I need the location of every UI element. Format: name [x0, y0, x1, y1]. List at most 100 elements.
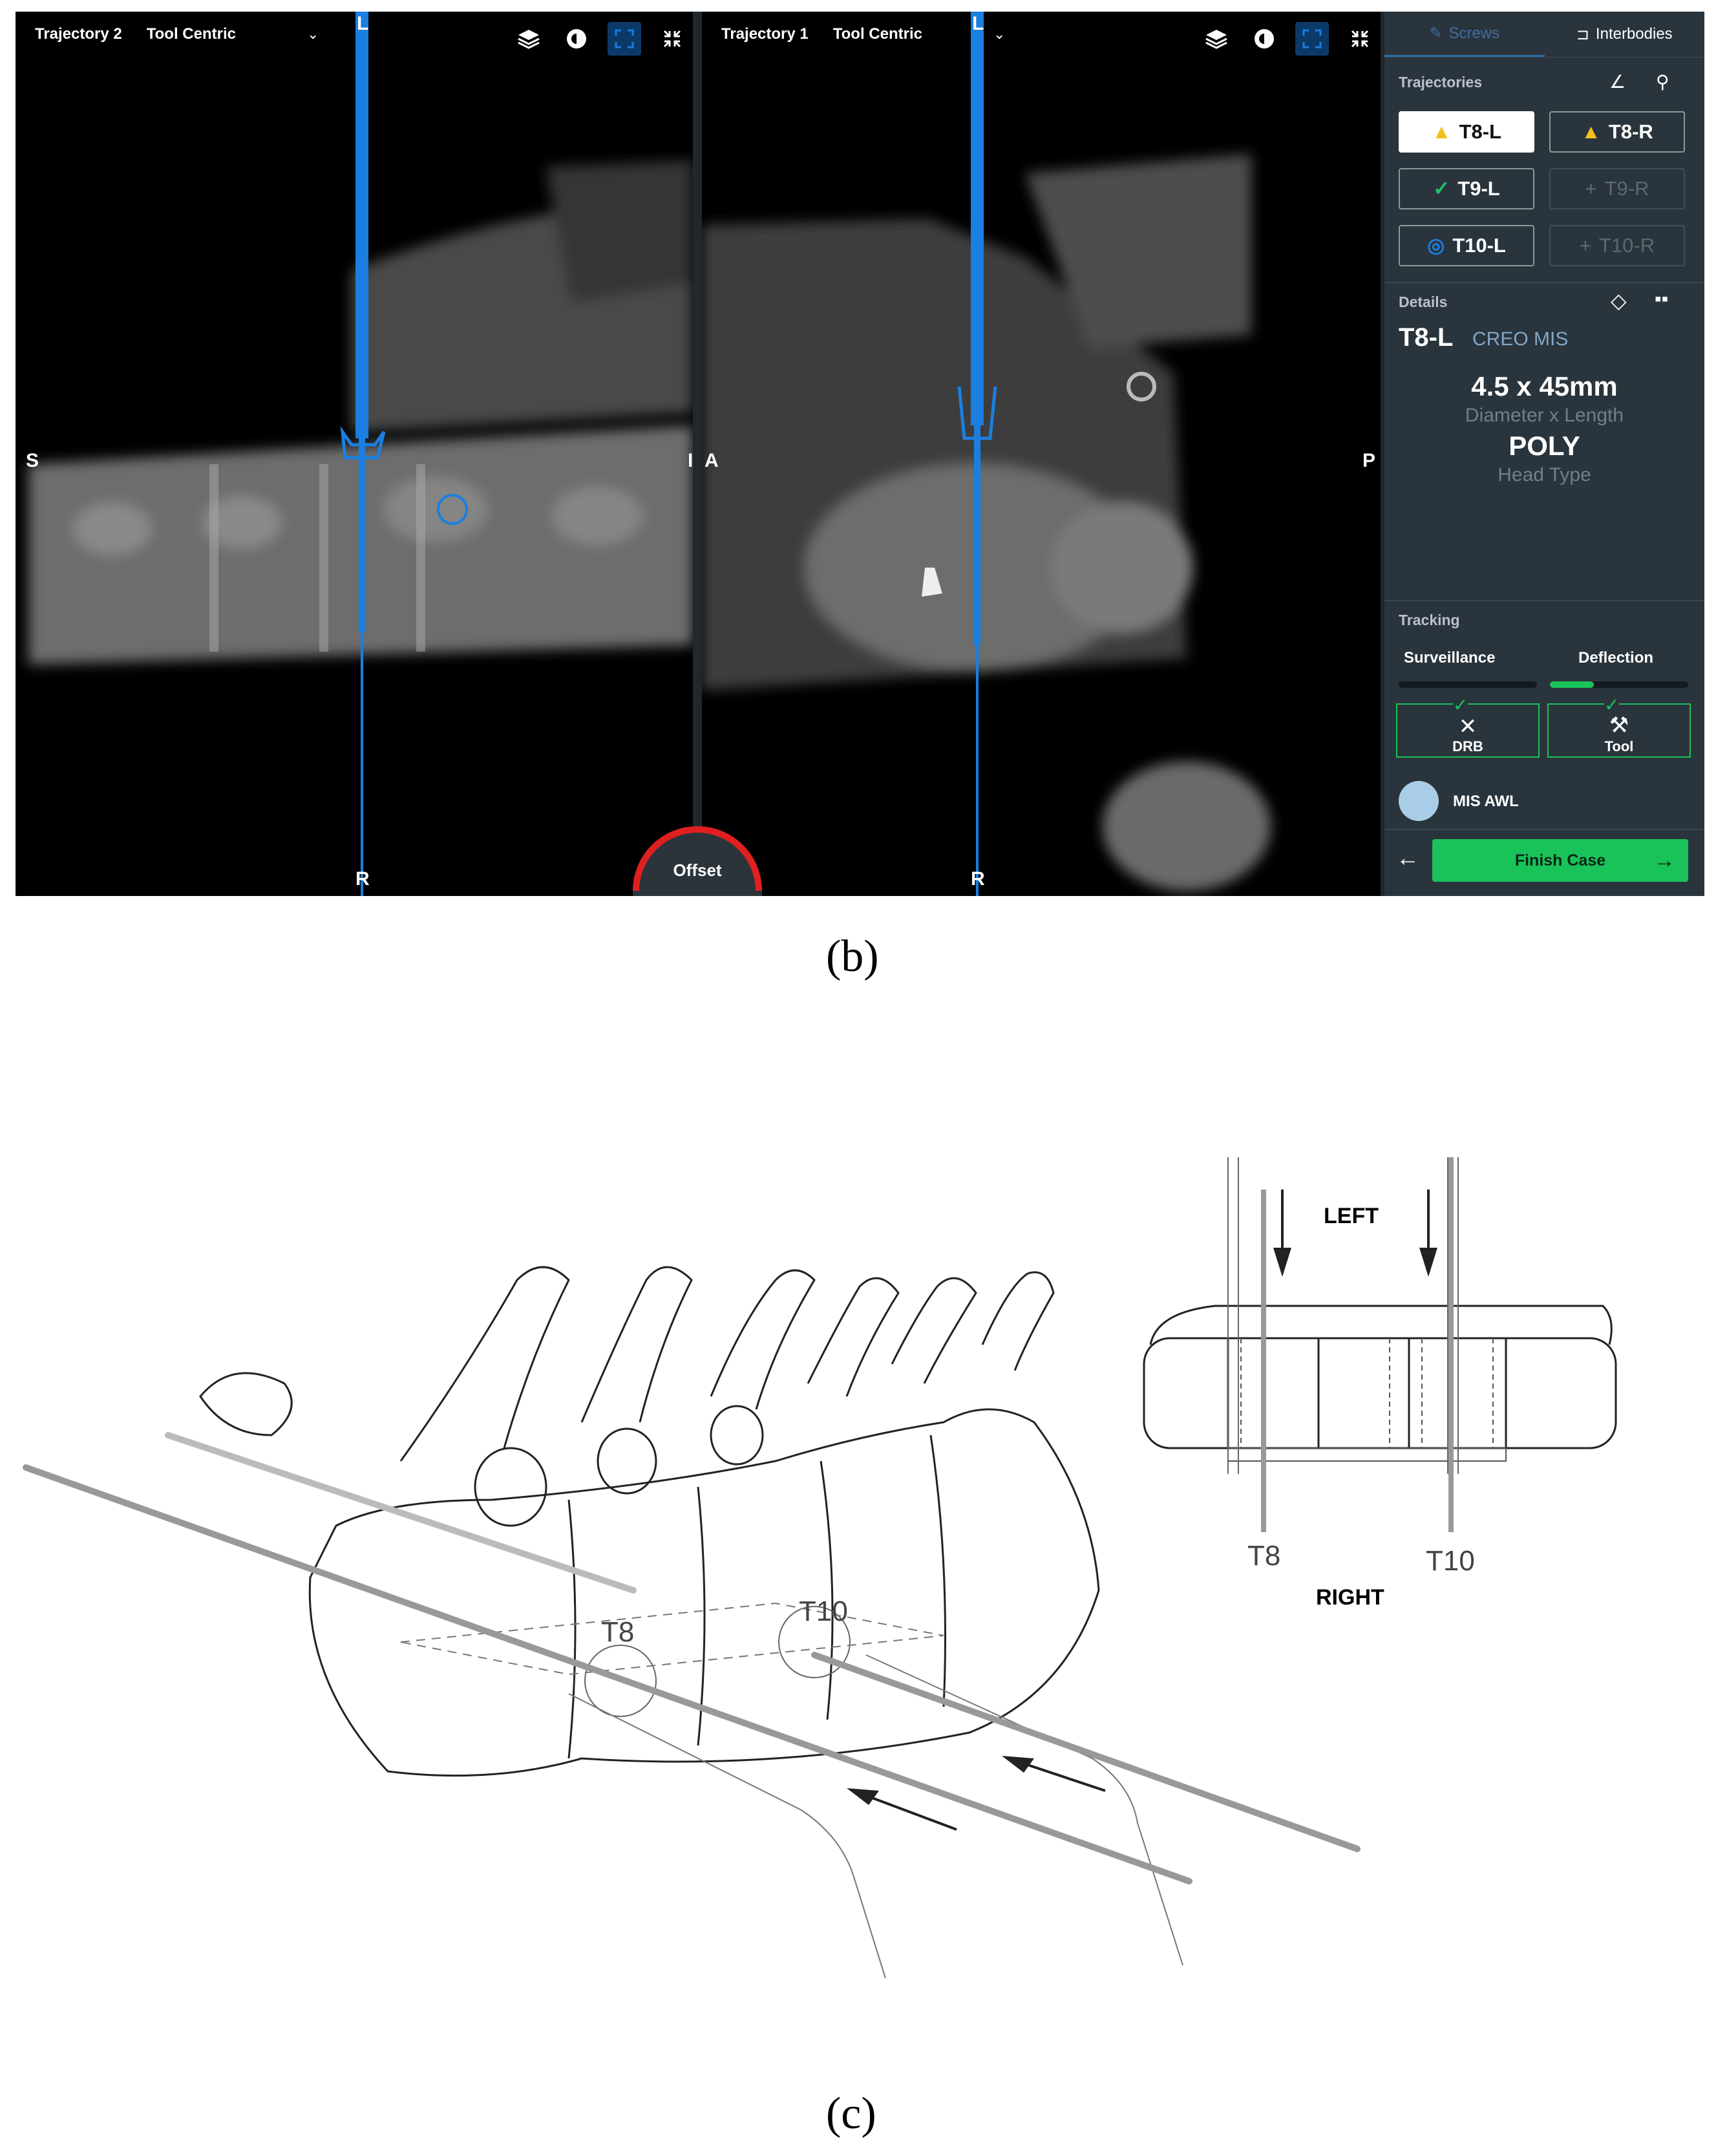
instrument-name: MIS AWL — [1453, 793, 1519, 810]
interbody-icon: ⊐ — [1576, 25, 1589, 43]
trajectory-label: T9-L — [1457, 177, 1500, 200]
trajectory-label: T9-R — [1604, 177, 1649, 200]
orientation-bottom-label: R — [355, 868, 370, 890]
trajectory-label: T10-L — [1452, 234, 1506, 257]
grid-icon[interactable]: ▪▪ — [1655, 288, 1669, 310]
screw-name: T8-L — [1399, 323, 1454, 352]
layers-icon[interactable] — [512, 22, 546, 56]
ct-scan-image-sagittal — [28, 12, 693, 896]
warning-icon: ▲ — [1431, 120, 1452, 143]
tab-interbodies[interactable]: ⊐ Interbodies — [1545, 12, 1705, 57]
view-mode-select[interactable]: Tool Centric — [146, 25, 236, 43]
orientation-left-label: A — [704, 450, 719, 471]
divider — [1384, 829, 1704, 830]
trajectory-t10-r[interactable]: + T10-R — [1549, 225, 1685, 266]
brightness-icon[interactable] — [1247, 22, 1281, 56]
check-icon: ✓ — [1604, 694, 1620, 716]
head-type-label: Head Type — [1498, 464, 1591, 486]
plus-icon: + — [1579, 234, 1591, 257]
target-icon: ◎ — [1427, 234, 1445, 257]
trajectory-t8-r[interactable]: ▲ T8-R — [1549, 111, 1685, 153]
check-icon: ✓ — [1433, 177, 1450, 200]
brightness-icon[interactable] — [560, 22, 593, 56]
panel-tabs: ✎ Screws ⊐ Interbodies — [1384, 12, 1704, 58]
caption-b: (b) — [826, 932, 879, 981]
trajectory-label: T8-L — [1459, 120, 1502, 143]
spine-ap-view — [1143, 1305, 1617, 1462]
instrument-color-swatch — [1399, 781, 1439, 821]
viewport-title: Trajectory 1 — [721, 25, 809, 43]
tab-label: Interbodies — [1595, 25, 1673, 43]
screw-icon: ✎ — [1429, 25, 1443, 42]
trajectory-label: T8-R — [1608, 120, 1653, 143]
chevron-down-icon[interactable]: ⌄ — [306, 26, 319, 42]
screw-dimension: 4.5 x 45mm — [1471, 371, 1618, 401]
tool-label: Tool — [1604, 738, 1634, 754]
trajectory-t9-r[interactable]: + T9-R — [1549, 168, 1685, 209]
drb-status: ✓ ✕ DRB — [1396, 694, 1540, 758]
drb-label: DRB — [1452, 738, 1483, 754]
orientation-left-label: S — [26, 450, 39, 471]
deflection-meter — [1550, 681, 1688, 688]
deflection-label: Deflection — [1578, 649, 1654, 667]
offset-gauge-icon — [633, 826, 762, 896]
navigation-app-screenshot: Trajectory 2 Tool Centric ⌄ L R S I — [16, 12, 1704, 896]
head-type: POLY — [1509, 431, 1580, 461]
t10-label-vertebra: T10 — [799, 1596, 848, 1627]
finish-case-label: Finish Case — [1514, 851, 1606, 870]
orientation-top-label: L — [972, 13, 984, 34]
collapse-icon[interactable] — [1343, 22, 1377, 56]
divider — [1384, 282, 1704, 283]
viewport-header: Trajectory 1 Tool Centric ⌄ — [702, 12, 1381, 57]
finish-case-button[interactable]: Finish Case → — [1432, 839, 1688, 882]
trajectories-title: Trajectories — [1399, 74, 1483, 91]
warning-icon: ▲ — [1581, 120, 1601, 143]
viewport-trajectory-1[interactable]: Trajectory 1 Tool Centric ⌄ L R A P — [702, 12, 1381, 896]
view-mode-select[interactable]: Tool Centric — [832, 25, 922, 43]
t10-label-schematic: T10 — [1426, 1545, 1475, 1577]
viewport-header: Trajectory 2 Tool Centric ⌄ — [16, 12, 693, 57]
orientation-right-label: P — [1362, 450, 1376, 471]
surveillance-label: Surveillance — [1404, 649, 1496, 667]
spine-trajectory-illustration — [23, 1157, 1617, 1979]
t8-label-schematic: T8 — [1247, 1540, 1281, 1572]
chevron-down-icon[interactable]: ⌄ — [993, 26, 1006, 42]
details-title: Details — [1399, 294, 1448, 310]
drb-icon: ✕ — [1458, 714, 1478, 739]
trajectory-t10-l[interactable]: ◎ T10-L — [1399, 225, 1534, 266]
offset-label: Offset — [673, 860, 722, 880]
viewport-trajectory-2[interactable]: Trajectory 2 Tool Centric ⌄ L R S I — [16, 12, 693, 896]
link-icon[interactable]: ⚲ — [1656, 72, 1669, 92]
screw-model: CREO MIS — [1472, 328, 1569, 350]
trajectory-t8-l[interactable]: ▲ T8-L — [1399, 111, 1534, 153]
divider — [1384, 600, 1704, 601]
tool-status: ✓ ⚒ Tool — [1547, 694, 1691, 758]
paint-bucket-icon[interactable]: ◇ — [1611, 289, 1627, 312]
check-icon: ✓ — [1453, 694, 1468, 716]
left-label: LEFT — [1324, 1204, 1379, 1228]
side-panel: ✎ Screws ⊐ Interbodies Trajectories ∠ ⚲ … — [1384, 12, 1704, 896]
tool-icon: ⚒ — [1609, 713, 1629, 738]
ct-scan-image-axial — [702, 12, 1271, 896]
deflection-meter-fill — [1550, 681, 1594, 688]
focus-view-icon[interactable] — [608, 22, 641, 56]
orientation-right-label: I — [688, 450, 693, 471]
trajectory-t9-l[interactable]: ✓ T9-L — [1399, 168, 1534, 209]
offset-dial[interactable]: Offset — [630, 823, 765, 896]
viewport-title: Trajectory 2 — [35, 25, 122, 43]
angle-icon[interactable]: ∠ — [1609, 72, 1626, 92]
arrow-right-icon: → — [1653, 848, 1675, 873]
tab-screws[interactable]: ✎ Screws — [1384, 12, 1545, 57]
caption-c: (c) — [826, 2089, 876, 2139]
layers-icon[interactable] — [1200, 22, 1233, 56]
orientation-bottom-label: R — [971, 868, 985, 890]
orientation-top-label: L — [357, 13, 369, 34]
collapse-icon[interactable] — [655, 22, 689, 56]
trajectory-label: T10-R — [1598, 234, 1655, 257]
plus-icon: + — [1585, 177, 1597, 200]
back-arrow-icon[interactable]: ← — [1396, 844, 1419, 871]
tab-label: Screws — [1448, 24, 1500, 42]
focus-view-icon[interactable] — [1295, 22, 1329, 56]
right-label: RIGHT — [1316, 1585, 1384, 1610]
dimension-label: Diameter x Length — [1465, 405, 1624, 426]
